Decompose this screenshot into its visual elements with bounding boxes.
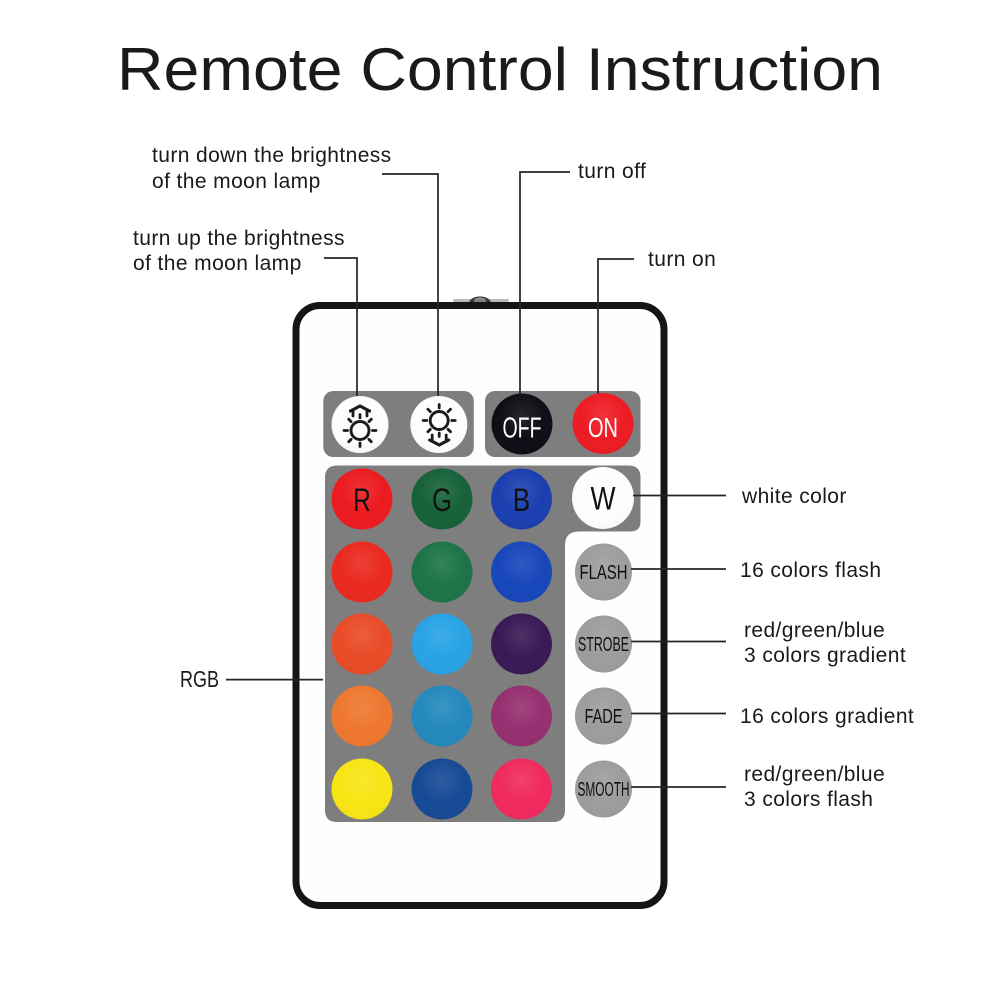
svg-text:SMOOTH: SMOOTH [578, 779, 630, 801]
svg-text:G: G [432, 482, 452, 518]
svg-text:3 colors flash: 3 colors flash [744, 788, 873, 811]
svg-text:OFF: OFF [503, 413, 542, 445]
svg-text:RGB: RGB [180, 666, 219, 692]
svg-text:white color: white color [741, 485, 847, 508]
svg-text:of the moon lamp: of the moon lamp [133, 252, 302, 275]
svg-text:Remote Control Instruction: Remote Control Instruction [117, 36, 883, 103]
svg-text:red/green/blue: red/green/blue [744, 763, 885, 786]
svg-text:3 colors gradient: 3 colors gradient [744, 644, 906, 667]
svg-text:16 colors flash: 16 colors flash [740, 559, 881, 582]
svg-text:turn on: turn on [648, 248, 716, 271]
svg-text:R: R [353, 482, 371, 518]
svg-text:of the moon lamp: of the moon lamp [152, 170, 321, 193]
svg-text:turn down the brightness: turn down the brightness [152, 144, 392, 167]
svg-text:ON: ON [588, 412, 618, 443]
svg-text:FLASH: FLASH [580, 562, 628, 584]
svg-text:turn off: turn off [578, 160, 646, 183]
svg-text:16 colors gradient: 16 colors gradient [740, 705, 914, 728]
svg-text:red/green/blue: red/green/blue [744, 619, 885, 642]
svg-text:turn up the brightness: turn up the brightness [133, 227, 345, 250]
svg-text:STROBE: STROBE [578, 634, 629, 656]
svg-text:W: W [591, 481, 617, 517]
svg-text:B: B [513, 482, 531, 518]
svg-text:FADE: FADE [585, 706, 623, 728]
